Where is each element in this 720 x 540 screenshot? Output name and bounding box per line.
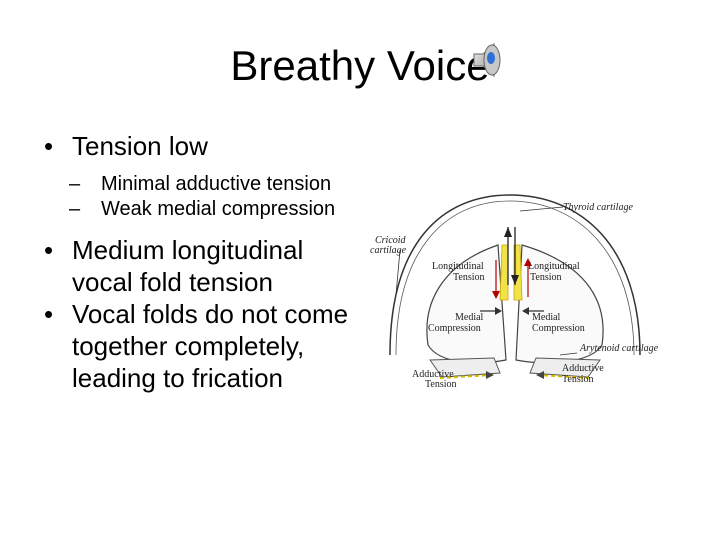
label-medial-right: Medial — [532, 312, 561, 323]
label-adductive-right: Adductive — [562, 363, 604, 374]
bullet-glyph: • — [44, 131, 54, 161]
sub-bullet-glyph: – — [69, 173, 81, 195]
sub-bullet-item: – Weak medial compression — [44, 197, 354, 222]
right-arytenoid — [529, 357, 601, 378]
label-medial-left: Compression — [428, 323, 481, 334]
bullet-glyph: • — [44, 235, 54, 265]
label-adductive-right: Tension — [562, 374, 594, 385]
bullet-item: • Medium longitudinal vocal fold tension — [44, 234, 354, 298]
label-cricoid: Cricoid — [375, 235, 407, 246]
left-arytenoid — [429, 357, 501, 378]
vocal-fold-diagram: Thyroid cartilage Cricoid cartilage Long… — [370, 194, 659, 390]
label-cricoid: cartilage — [370, 245, 407, 256]
bullet-list: • Tension low – Minimal adductive tensio… — [44, 130, 354, 394]
bullet-item: • Vocal folds do not come together compl… — [44, 298, 354, 394]
label-medial-left: Medial — [455, 312, 484, 323]
label-longitudinal-right: Longitudinal — [528, 261, 580, 272]
label-arytenoid: Arytenoid cartilage — [579, 343, 659, 354]
bullet-text: Vocal folds do not come together complet… — [72, 299, 349, 393]
sub-bullet-text: Minimal adductive tension — [101, 173, 332, 195]
label-longitudinal-right: Tension — [530, 272, 562, 283]
slide-title: Breathy Voice — [230, 42, 490, 89]
left-vocal-fold — [499, 244, 509, 301]
bullet-glyph: • — [44, 299, 54, 329]
label-adductive-left: Tension — [425, 379, 457, 390]
label-thyroid: Thyroid cartilage — [563, 202, 633, 213]
label-adductive-left: Adductive — [412, 369, 454, 380]
speaker-icon[interactable] — [470, 40, 504, 80]
label-longitudinal-left: Longitudinal — [432, 261, 484, 272]
bullet-text: Medium longitudinal vocal fold tension — [72, 235, 304, 297]
bullet-text: Tension low — [72, 131, 208, 161]
thyroid-cartilage-arc — [389, 194, 641, 356]
sub-bullet-text: Weak medial compression — [101, 198, 336, 220]
sub-bullet-glyph: – — [69, 198, 81, 220]
label-medial-right: Compression — [532, 323, 585, 334]
sub-bullet-item: – Minimal adductive tension — [44, 172, 354, 197]
bullet-item: • Tension low — [44, 130, 354, 162]
label-longitudinal-left: Tension — [453, 272, 485, 283]
